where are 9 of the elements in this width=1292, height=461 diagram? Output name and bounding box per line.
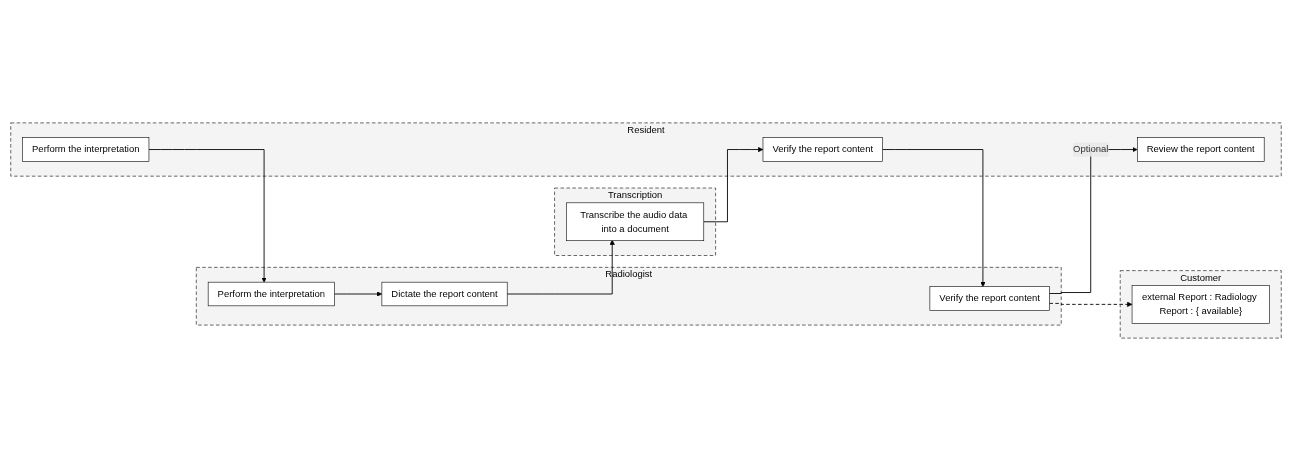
node-box: Dictate the report content (381, 281, 508, 307)
edge-label: Optional (1073, 144, 1109, 155)
node-box: Perform the interpretation (207, 281, 335, 307)
node-box: Review the report content (1137, 137, 1265, 162)
node-box: Transcribe the audio data into a document (566, 202, 705, 241)
node-box: Perform the interpretation (22, 137, 150, 162)
node-box: external Report : Radiology Report : { available} (1131, 285, 1270, 324)
node-box: Verify the report content (762, 137, 883, 162)
node-box: Verify the report content (929, 286, 1050, 311)
